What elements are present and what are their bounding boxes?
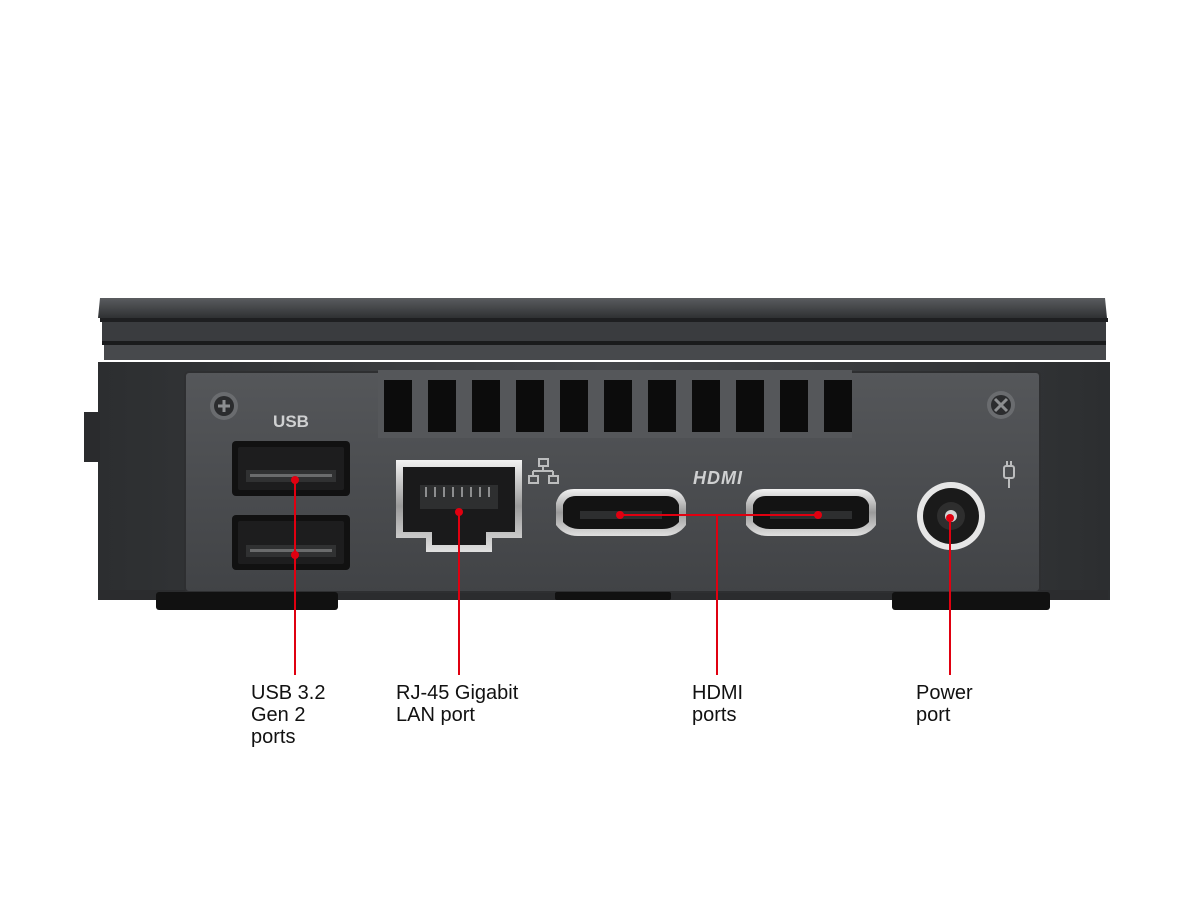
callout-dots <box>291 476 954 559</box>
screw-left-icon <box>210 392 238 420</box>
vent-slot <box>736 380 764 432</box>
vent-slot <box>516 380 544 432</box>
usb-panel-label: USB <box>273 412 309 431</box>
callout-lan-line-2: LAN port <box>396 704 475 726</box>
vent-slot <box>384 380 412 432</box>
rubber-feet <box>156 592 1050 610</box>
callout-hdmi-label: HDMI ports <box>692 682 743 726</box>
screw-right-icon <box>987 391 1015 419</box>
hdmi-port-right <box>746 489 876 536</box>
callout-usb-line-1: USB 3.2 <box>251 682 326 704</box>
power-plug-icon <box>1003 461 1015 488</box>
callout-power-line-1: Power <box>916 682 973 704</box>
vent-slot <box>824 380 852 432</box>
callout-lines <box>294 480 951 675</box>
usb-port-top <box>232 441 350 496</box>
callout-lan-line-1: RJ-45 Gigabit <box>396 682 519 704</box>
rj45-lan-port <box>396 460 522 552</box>
vent-slot <box>472 380 500 432</box>
callout-hdmi-line-2: ports <box>692 704 737 726</box>
callout-power-line-2: port <box>916 704 951 726</box>
vent-slot <box>780 380 808 432</box>
vent-slot <box>560 380 588 432</box>
callout-hdmi-line-1: HDMI <box>692 682 744 704</box>
callout-usb-line-3: ports <box>251 726 296 748</box>
vent-slot <box>648 380 676 432</box>
hdmi-panel-label: HDMI <box>693 468 743 488</box>
callout-usb-line-2: Gen 2 <box>251 704 306 726</box>
callout-lan-label: RJ-45 Gigabit LAN port <box>396 682 518 726</box>
vent-slot <box>428 380 456 432</box>
callout-usb-label: USB 3.2 Gen 2 ports <box>251 682 325 748</box>
callout-power-label: Power port <box>916 682 973 726</box>
ventilation-grille <box>378 370 852 438</box>
vent-slot <box>604 380 632 432</box>
vent-slot <box>692 380 720 432</box>
usb-port-bottom <box>232 515 350 570</box>
network-icon <box>528 458 559 484</box>
